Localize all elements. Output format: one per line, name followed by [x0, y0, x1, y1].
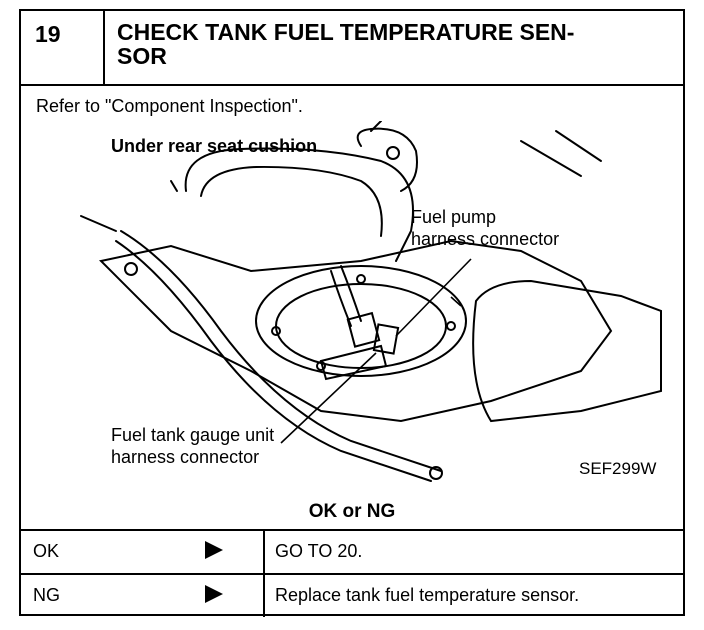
result-action: Replace tank fuel temperature sensor.	[263, 575, 579, 617]
result-condition: NG	[33, 585, 60, 605]
step-title-line-2: SOR	[117, 43, 167, 69]
result-row-ng: NG Replace tank fuel temperature sensor.	[21, 573, 683, 617]
result-action: GO TO 20.	[263, 531, 362, 573]
step-title-line-1: CHECK TANK FUEL TEMPERATURE SEN-	[117, 19, 575, 45]
result-condition: OK	[33, 541, 60, 561]
step-number: 19	[21, 11, 105, 84]
result-heading: OK or NG	[308, 501, 396, 522]
label-fuel-gauge-connector: Fuel tank gauge unit harness connector	[111, 424, 274, 468]
fuel-tank-illustration	[80, 121, 662, 482]
arrow-right-icon	[205, 541, 223, 559]
arrow-right-icon	[205, 585, 223, 603]
label-fuel-gauge-line-2: harness connector	[111, 447, 260, 467]
label-fuel-pump-line-2: harness connector	[411, 229, 560, 249]
result-table: OK GO TO 20. NG Replace tank fuel temper…	[21, 529, 683, 617]
step-title: CHECK TANK FUEL TEMPERATURE SEN- SOR	[117, 20, 667, 68]
instruction-text: Refer to "Component Inspection".	[36, 96, 303, 116]
label-fuel-gauge-line-1: Fuel tank gauge unit	[111, 425, 275, 445]
label-fuel-pump-line-1: Fuel pump	[411, 207, 497, 227]
result-row-ok: OK GO TO 20.	[21, 529, 683, 573]
figure-code: SEF299W	[579, 459, 657, 478]
label-fuel-pump-connector: Fuel pump harness connector	[411, 206, 559, 250]
step-header: 19 CHECK TANK FUEL TEMPERATURE SEN- SOR	[21, 11, 683, 86]
inspection-step-panel: 19 CHECK TANK FUEL TEMPERATURE SEN- SOR …	[19, 9, 685, 617]
label-under-rear-seat: Under rear seat cushion	[111, 136, 318, 156]
